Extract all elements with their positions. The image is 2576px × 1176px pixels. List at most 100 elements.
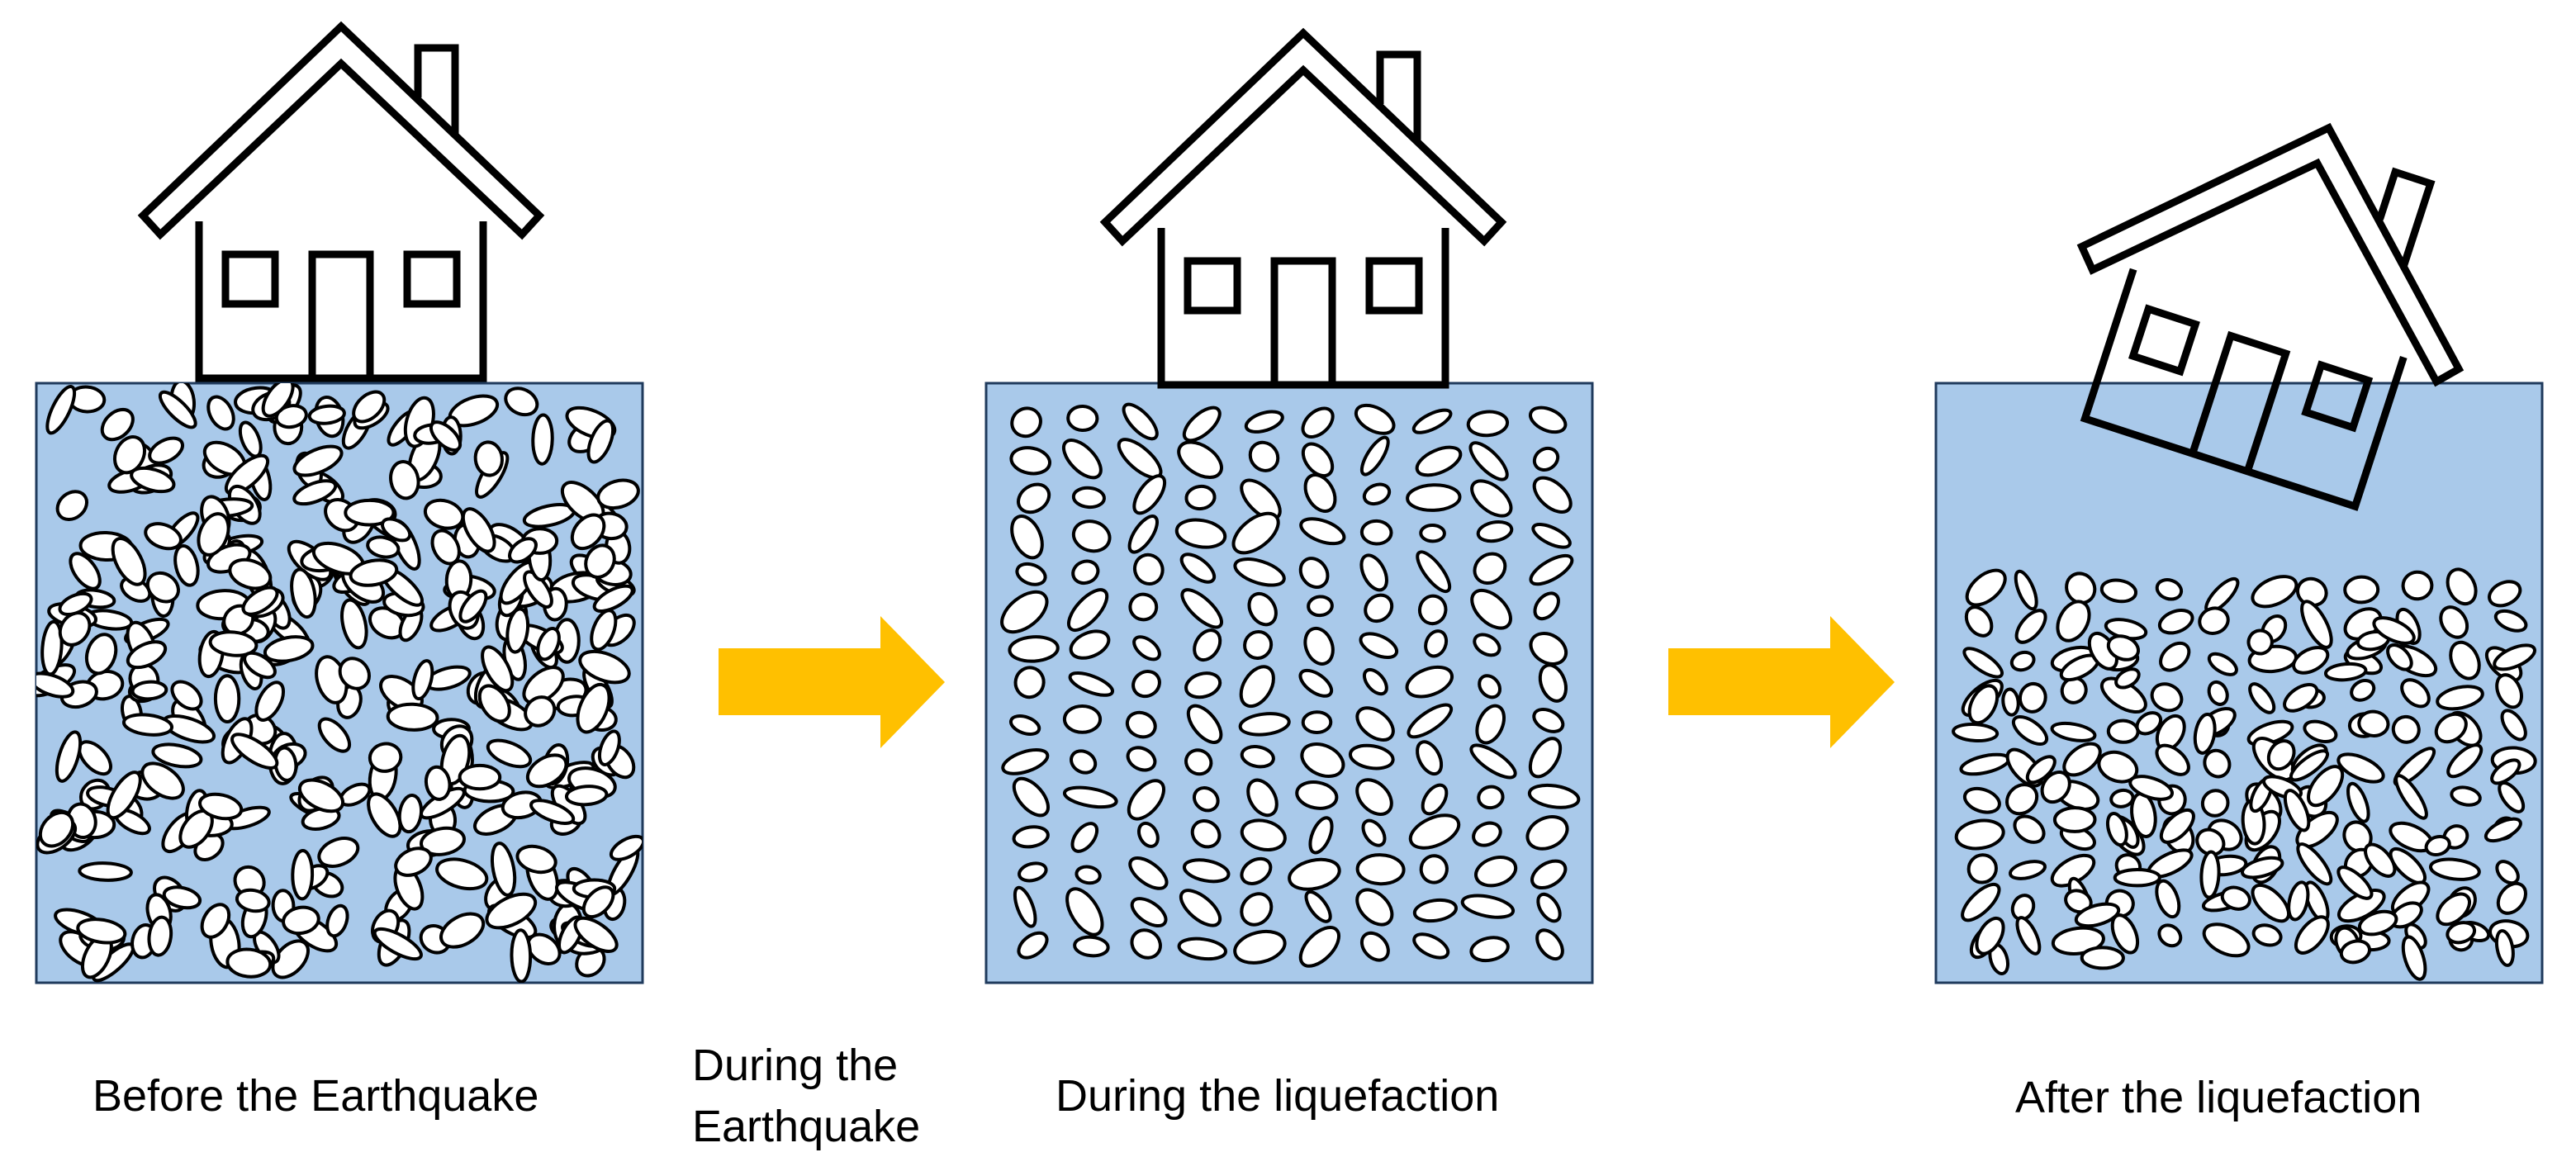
soil-grain: [1533, 591, 1560, 621]
soil-grain: [1475, 704, 1506, 745]
soil-grain: [1474, 856, 1518, 888]
soil-grain: [1303, 473, 1337, 513]
soil-grain: [481, 645, 515, 693]
soil-grain: [1967, 684, 2000, 725]
soil-grain: [1001, 748, 1050, 775]
soil-grain: [1527, 783, 1581, 809]
soil-grain: [2011, 714, 2049, 747]
soil-grain: [486, 738, 533, 769]
stage-label-after: After the liquefaction: [2015, 1073, 2422, 1122]
soil-grain: [2207, 652, 2238, 676]
soil-grain: [389, 460, 420, 500]
soil-grain: [78, 861, 133, 882]
soil-grain: [1000, 590, 1049, 634]
soil-grain: [1186, 704, 1223, 744]
soil-grain: [1122, 402, 1159, 441]
soil-grain: [1301, 442, 1335, 478]
soil-grain: [1529, 553, 1574, 586]
transition-label-line1: During the: [692, 1041, 899, 1090]
soil-grain: [1013, 666, 1046, 699]
soil-grain: [439, 912, 486, 949]
soil-grain: [2109, 788, 2135, 808]
soil-grain: [2446, 921, 2477, 945]
soil-grain: [2105, 812, 2128, 847]
soil-grain: [2307, 765, 2345, 808]
soil-grain: [2287, 880, 2310, 922]
soil-grain: [2202, 922, 2251, 958]
soil-grain: [1132, 635, 1161, 662]
soil-grain: [235, 888, 271, 913]
soil-grain: [1298, 668, 1334, 698]
soil-grain: [1468, 441, 1509, 481]
soil-grain: [1174, 518, 1227, 549]
soil-grain: [592, 584, 634, 613]
soil-grain: [609, 834, 643, 861]
soil-grain: [1529, 632, 1568, 666]
soil-grain: [1538, 663, 1568, 703]
soil-grain: [1182, 405, 1222, 443]
soil-grain: [1469, 743, 1517, 780]
soil-grain: [2394, 774, 2428, 820]
soil-grain: [140, 761, 185, 800]
soil-grain: [1190, 818, 1222, 849]
soil-grain: [1062, 785, 1118, 809]
soil-grain: [36, 671, 75, 699]
soil-grain: [576, 682, 611, 734]
soil-grain: [504, 386, 539, 417]
soil-grain: [338, 657, 371, 690]
soil-grain: [1071, 559, 1100, 586]
soil-grain: [106, 771, 142, 820]
soil-grain: [2357, 709, 2390, 737]
soil-grain: [1184, 484, 1217, 511]
soil-grain: [1962, 786, 2001, 814]
soil-grain: [1473, 633, 1501, 657]
soil-grain: [206, 395, 235, 431]
soil-grain: [170, 680, 203, 711]
soil-grain: [2350, 679, 2376, 702]
soil-grain: [1128, 592, 1159, 622]
soil-grain: [510, 928, 533, 983]
soil-grain: [1476, 520, 1514, 543]
soil-grain: [508, 537, 538, 564]
soil-grain: [2013, 814, 2046, 844]
soil-grain: [290, 567, 317, 619]
soil-grain: [2449, 640, 2481, 680]
soil-grain: [1177, 937, 1227, 961]
soil-grain: [2372, 616, 2416, 645]
soil-grain: [1952, 722, 2000, 743]
soil-grain: [578, 649, 631, 685]
soil-grain: [461, 507, 496, 553]
soil-grain: [1013, 885, 1037, 928]
soil-grain: [2483, 817, 2522, 843]
soil-grain: [1359, 632, 1399, 660]
soil-grain: [1307, 595, 1334, 618]
soil-grain: [1954, 818, 2005, 851]
soil-grain: [2159, 808, 2195, 844]
soil-grain: [2496, 881, 2527, 915]
soil-grain: [1407, 703, 1454, 739]
soil-grain: [2080, 946, 2125, 970]
soil-grain: [536, 627, 561, 662]
soil-grain: [112, 435, 147, 475]
soil-grain: [1406, 483, 1462, 512]
soil-grain: [2062, 742, 2102, 777]
soil-grain: [386, 702, 439, 732]
soil-grain: [2001, 687, 2020, 717]
soil-grain: [2294, 915, 2330, 955]
soil-grain: [1010, 406, 1042, 439]
soil-grain: [1411, 408, 1453, 434]
soil-grain: [291, 849, 315, 901]
soil-grain: [1070, 822, 1099, 853]
soil-grain: [435, 857, 489, 891]
soil-grain: [1240, 856, 1273, 885]
soil-grain: [372, 927, 423, 961]
soil-grain: [2220, 885, 2251, 911]
soil-grain: [1017, 482, 1051, 514]
soil-grain: [2446, 567, 2478, 606]
soil-grain: [564, 785, 609, 807]
soil-grain: [317, 837, 360, 868]
soil-grain: [1416, 550, 1452, 594]
soil-grain: [84, 633, 118, 676]
soil-grain: [586, 419, 615, 464]
soil-grain: [1067, 588, 1109, 633]
